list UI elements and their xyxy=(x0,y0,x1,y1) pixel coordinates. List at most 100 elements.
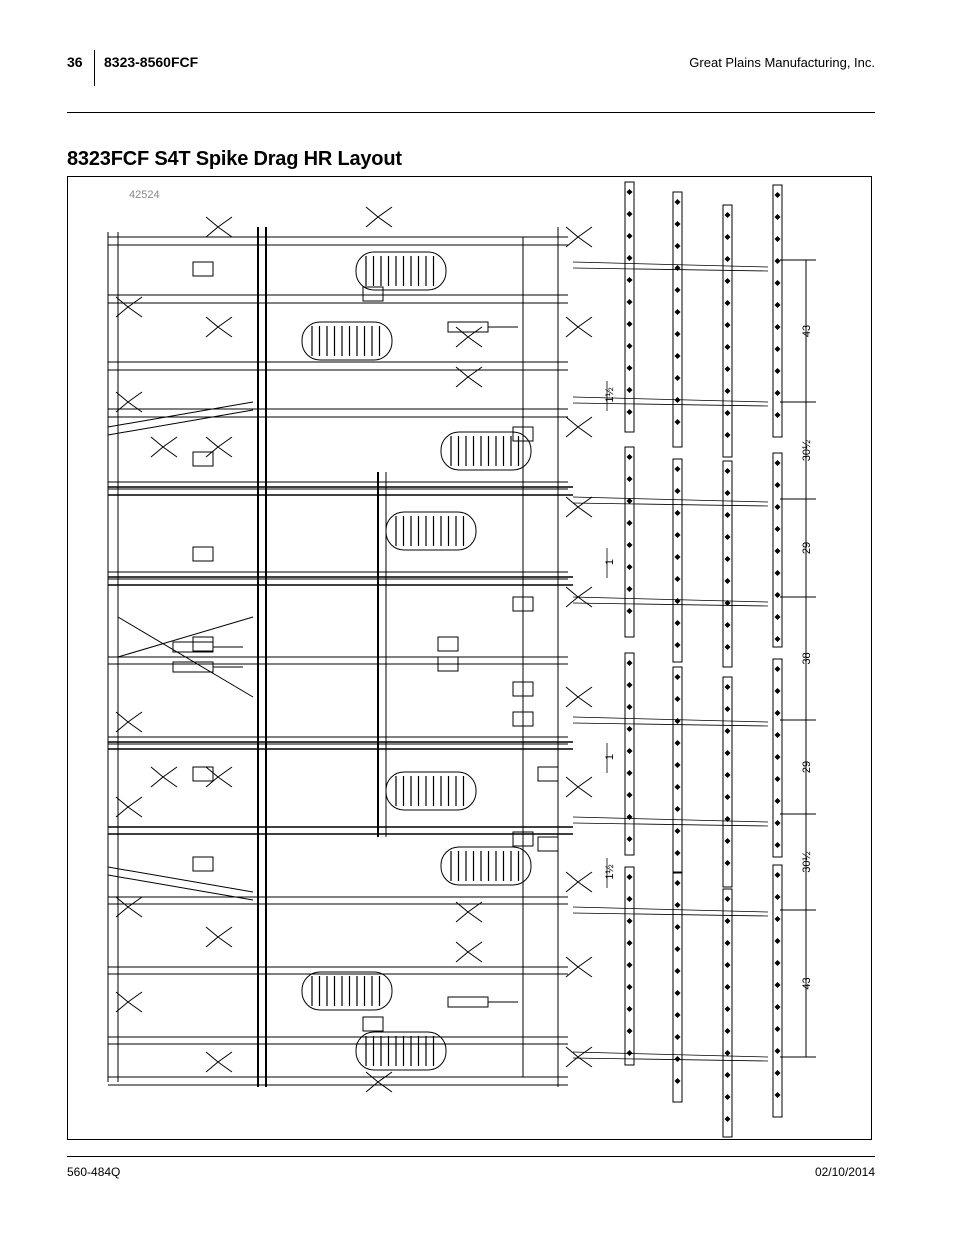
tine-hole xyxy=(774,236,781,242)
diagonal-brace xyxy=(107,874,254,901)
tine-hole xyxy=(674,850,681,856)
sweep-tine xyxy=(565,316,593,338)
sweep-tine xyxy=(115,711,143,733)
tine-hole xyxy=(626,984,633,990)
tine-hole xyxy=(774,982,781,988)
offset-label: 1 xyxy=(604,754,616,760)
tine-hole xyxy=(674,740,681,746)
tine-hole xyxy=(774,666,781,672)
tine-hole xyxy=(724,1050,731,1056)
tine-hole xyxy=(626,586,633,592)
tine-hole xyxy=(626,608,633,614)
tine-hole xyxy=(674,968,681,974)
diagonal-brace xyxy=(117,616,254,658)
tine-hole xyxy=(724,512,731,518)
tine-hole xyxy=(626,814,633,820)
tine-hole xyxy=(674,287,681,293)
sweep-tine xyxy=(365,206,393,228)
chain-link xyxy=(572,396,769,403)
harrow-bar xyxy=(772,452,783,648)
tine-hole xyxy=(724,468,731,474)
tine-hole xyxy=(724,860,731,866)
company-name: Great Plains Manufacturing, Inc. xyxy=(689,55,875,70)
tine-hole xyxy=(774,1048,781,1054)
tine-hole xyxy=(674,946,681,952)
tine-hole xyxy=(774,526,781,532)
tine-hole xyxy=(724,984,731,990)
tine-hole xyxy=(674,718,681,724)
tire xyxy=(385,771,477,811)
tine-hole xyxy=(626,542,633,548)
tine-hole xyxy=(774,460,781,466)
tine-hole xyxy=(774,820,781,826)
tine-hole xyxy=(674,642,681,648)
offset-label: 1½ xyxy=(604,864,616,879)
tine-hole xyxy=(724,234,731,240)
tine-hole xyxy=(724,750,731,756)
tine-hole xyxy=(774,548,781,554)
tine-hole xyxy=(774,894,781,900)
tine-hole xyxy=(674,488,681,494)
dimension-label: 29 xyxy=(801,542,813,554)
tine-hole xyxy=(774,1026,781,1032)
tine-hole xyxy=(626,874,633,880)
tine-hole xyxy=(674,510,681,516)
tine-hole xyxy=(626,255,633,261)
harrow-bar xyxy=(772,864,783,1118)
chain-link xyxy=(572,722,769,727)
offset-label: 1½ xyxy=(604,387,616,402)
tine-hole xyxy=(626,498,633,504)
tine-hole xyxy=(774,938,781,944)
tine-hole xyxy=(724,896,731,902)
tine-hole xyxy=(724,432,731,438)
tine-hole xyxy=(774,324,781,330)
harrow-bar xyxy=(624,866,635,1066)
sweep-tine xyxy=(205,766,233,788)
tine-hole xyxy=(774,412,781,418)
tine-hole xyxy=(626,1006,633,1012)
mount-bracket xyxy=(437,636,459,652)
tine-hole xyxy=(774,916,781,922)
tine-hole xyxy=(674,331,681,337)
tine-hole xyxy=(724,816,731,822)
tine-hole xyxy=(674,990,681,996)
tine-hole xyxy=(774,280,781,286)
tine-hole xyxy=(674,419,681,425)
sweep-tine xyxy=(115,296,143,318)
tine-hole xyxy=(674,828,681,834)
tine-hole xyxy=(774,592,781,598)
mount-bracket xyxy=(192,856,214,872)
sweep-tine xyxy=(565,776,593,798)
sweep-tine xyxy=(455,366,483,388)
tine-hole xyxy=(674,1078,681,1084)
tire xyxy=(301,321,393,361)
chain-link xyxy=(572,1057,769,1062)
tire xyxy=(440,846,532,886)
tine-hole xyxy=(774,872,781,878)
tine-hole xyxy=(626,660,633,666)
sweep-tine xyxy=(455,901,483,923)
tine-hole xyxy=(674,806,681,812)
tine-hole xyxy=(774,960,781,966)
tine-hole xyxy=(674,762,681,768)
mount-bracket xyxy=(192,261,214,277)
tine-hole xyxy=(724,706,731,712)
tine-hole xyxy=(774,302,781,308)
tine-hole xyxy=(626,454,633,460)
tine-hole xyxy=(724,410,731,416)
mount-bracket xyxy=(192,546,214,562)
tine-hole xyxy=(626,726,633,732)
tine-hole xyxy=(724,962,731,968)
mount-bracket xyxy=(192,766,214,782)
tine-hole xyxy=(626,564,633,570)
tine-hole xyxy=(674,466,681,472)
tine-hole xyxy=(626,409,633,415)
dimension-label: 43 xyxy=(801,977,813,989)
figure-number: 42524 xyxy=(129,189,160,201)
harrow-bar xyxy=(672,458,683,663)
tine-hole xyxy=(626,748,633,754)
tire xyxy=(301,971,393,1011)
tine-hole xyxy=(674,1034,681,1040)
tine-hole xyxy=(626,682,633,688)
